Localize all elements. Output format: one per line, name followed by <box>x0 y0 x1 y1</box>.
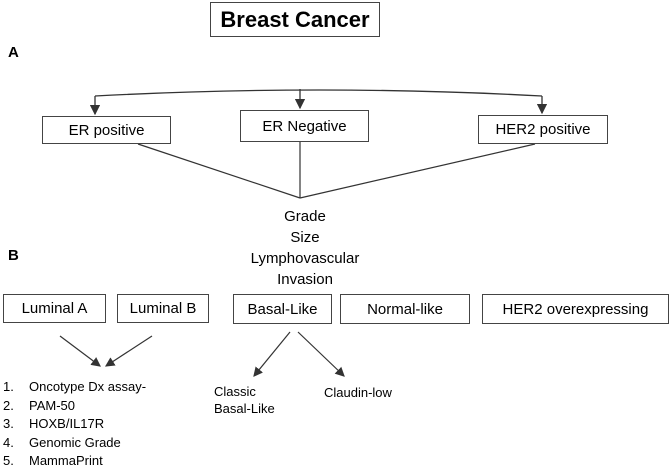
er-positive-box: ER positive <box>42 116 171 144</box>
arrow-basal-to-claudin <box>297 331 345 377</box>
luminal-b-box: Luminal B <box>117 294 209 323</box>
assay-item: 3.HOXB/IL17R <box>3 416 105 431</box>
er-negative-box: ER Negative <box>240 110 369 142</box>
criteria-invasion: Invasion <box>277 271 333 288</box>
claudin-low-label: Claudin-low <box>324 385 392 400</box>
normal-like-label: Normal-like <box>367 300 443 318</box>
line-her2-positive-to-criteria <box>299 143 536 199</box>
basal-like-box: Basal-Like <box>233 294 332 324</box>
classification-criteria: Grade Size Lymphovascular Invasion <box>225 206 385 290</box>
her2-overexpressing-label: HER2 overexpressing <box>502 300 649 318</box>
branch-curve <box>94 89 543 97</box>
section-b-label: B <box>8 247 19 264</box>
her2-positive-label: HER2 positive <box>495 121 591 138</box>
er-positive-label: ER positive <box>68 121 145 139</box>
basal-like-label: Basal-Like <box>247 300 318 318</box>
her2-overexpressing-box: HER2 overexpressing <box>482 294 669 324</box>
assay-item: 4.Genomic Grade <box>3 434 121 450</box>
er-negative-label: ER Negative <box>262 117 347 135</box>
criteria-lymphovascular: Lymphovascular <box>250 250 360 267</box>
title-box: Breast Cancer <box>210 2 380 37</box>
assay-item: 1.Oncotype Dx assay- <box>3 379 147 394</box>
luminal-a-box: Luminal A <box>3 294 106 323</box>
assay-list: 1.Oncotype Dx assay- 2.PAM-50 3.HOXB/IL1… <box>3 378 146 471</box>
assay-item: 2.PAM-50 <box>3 397 75 413</box>
her2-positive-box: HER2 positive <box>478 115 608 144</box>
luminal-a-label: Luminal A <box>21 300 88 317</box>
diagram-title: Breast Cancer <box>220 6 370 32</box>
criteria-grade: Grade <box>284 208 326 225</box>
assay-item: 5.MammaPrint <box>3 453 103 468</box>
luminal-b-label: Luminal B <box>129 300 197 317</box>
normal-like-box: Normal-like <box>340 294 470 324</box>
line-er-positive-to-criteria <box>137 143 301 199</box>
classic-basal-like-label: Classic Basal-Like <box>214 384 275 416</box>
criteria-size: Size <box>290 229 320 246</box>
arrow-luminal-a-to-assays <box>59 335 101 367</box>
section-a-label: A <box>8 44 19 61</box>
arrow-luminal-b-to-assays <box>104 335 153 367</box>
arrow-basal-to-classic <box>253 331 291 377</box>
